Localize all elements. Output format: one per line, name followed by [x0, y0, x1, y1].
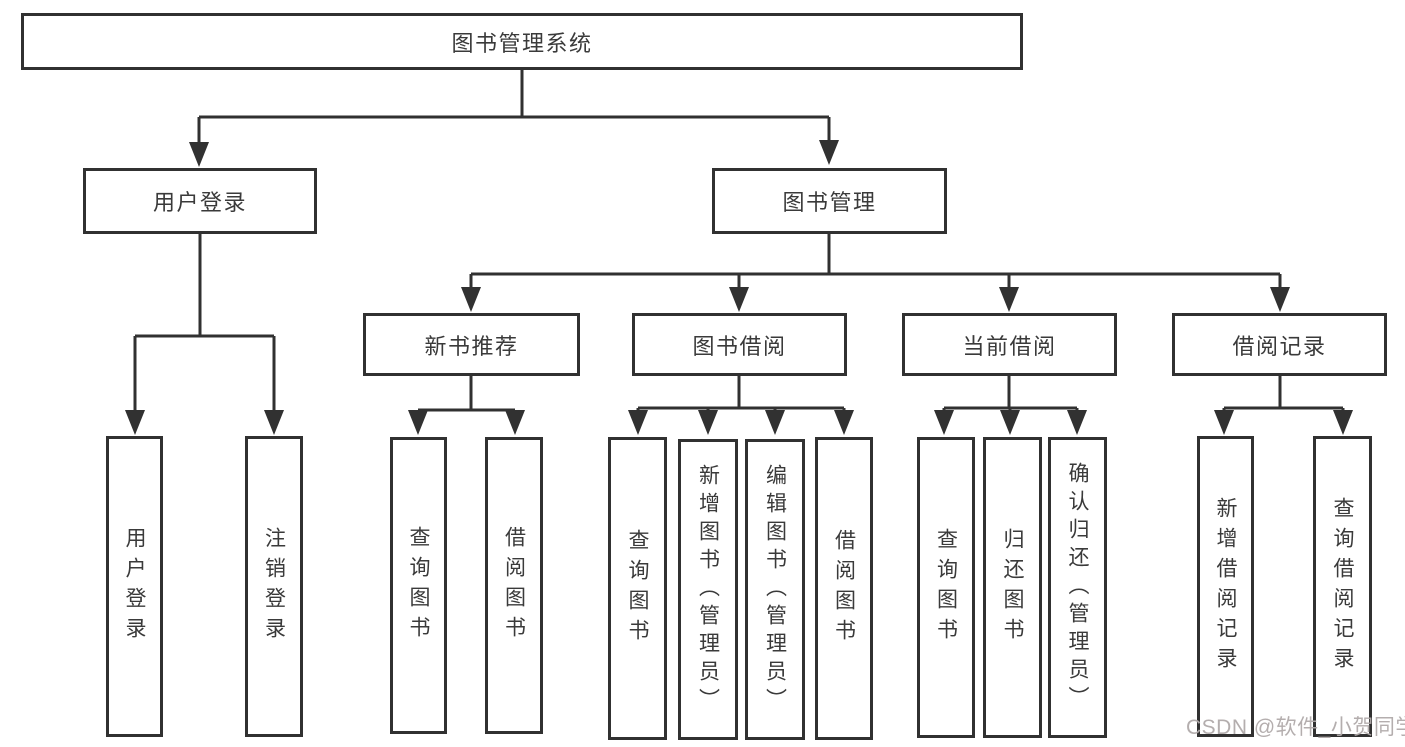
leaf-label: 注销登录 [262, 526, 286, 647]
leaf-label: 查询图书 [626, 528, 649, 649]
leaf-label: 新增借阅记录 [1214, 496, 1237, 677]
leaf-borrow-books-borrowing: 借阅图书 [815, 437, 873, 740]
leaf-label: 查询借阅记录 [1331, 496, 1354, 677]
leaf-label: 借阅图书 [832, 528, 856, 649]
leaf-borrow-books-recommend: 借阅图书 [485, 437, 543, 734]
node-label: 新书推荐 [424, 333, 519, 359]
leaf-label: 借阅图书 [502, 525, 526, 646]
node-new-book-recommend: 新书推荐 [363, 313, 580, 376]
leaf-user-login: 用户登录 [106, 436, 163, 737]
leaf-query-books-borrowing: 查询图书 [608, 437, 667, 740]
node-label: 用户登录 [152, 190, 247, 215]
leaf-query-books-current: 查询图书 [917, 437, 975, 738]
leaf-add-borrow-record: 新增借阅记录 [1197, 436, 1254, 737]
node-label: 借阅记录 [1232, 333, 1327, 359]
leaf-label: 查询图书 [934, 527, 958, 648]
leaf-edit-book-admin: 编辑图书（管理员） [745, 439, 805, 740]
node-library-management-system: 图书管理系统 [21, 13, 1023, 70]
leaf-logout: 注销登录 [245, 436, 303, 737]
leaf-label: 用户登录 [123, 526, 146, 647]
node-label: 图书管理 [782, 190, 877, 215]
node-label: 当前借阅 [962, 333, 1057, 359]
leaf-label: 查询图书 [407, 525, 430, 646]
node-book-management: 图书管理 [712, 168, 947, 234]
node-label: 图书借阅 [692, 333, 787, 359]
leaf-return-books: 归还图书 [983, 437, 1042, 738]
leaf-add-book-admin: 新增图书（管理员） [678, 439, 738, 740]
leaf-label: 编辑图书（管理员） [763, 463, 787, 716]
csdn-watermark: CSDN @软件_小贺同学 [1186, 716, 1405, 739]
leaf-query-books-recommend: 查询图书 [390, 437, 447, 734]
leaf-label: 新增图书（管理员） [696, 463, 720, 716]
node-label: 图书管理系统 [451, 30, 593, 56]
node-current-borrowing: 当前借阅 [902, 313, 1117, 376]
node-borrowing-records: 借阅记录 [1172, 313, 1387, 376]
leaf-query-borrow-record: 查询借阅记录 [1313, 436, 1372, 737]
leaf-label: 归还图书 [1001, 527, 1024, 648]
leaf-label: 确认归还（管理员） [1066, 461, 1089, 714]
leaf-confirm-return-admin: 确认归还（管理员） [1048, 437, 1107, 738]
node-book-borrowing: 图书借阅 [632, 313, 847, 376]
node-user-login: 用户登录 [83, 168, 317, 234]
